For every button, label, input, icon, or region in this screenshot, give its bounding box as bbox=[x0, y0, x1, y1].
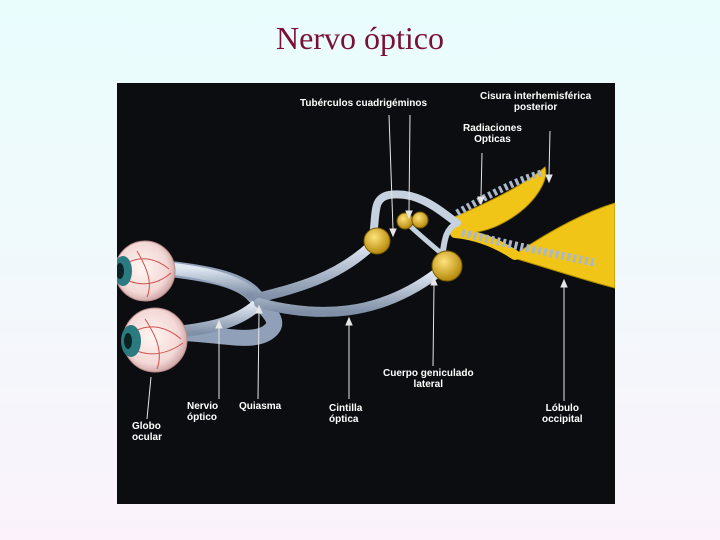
label-pointers bbox=[146, 114, 568, 420]
optic-radiations bbox=[455, 169, 598, 267]
eyeball-lower bbox=[121, 307, 188, 373]
occipital-lobe bbox=[450, 166, 615, 289]
label-cisura-interhemisferica: Cisura interhemisférica posterior bbox=[480, 91, 592, 113]
label-nervio-optico: Nervio óptico bbox=[187, 401, 219, 423]
label-cuerpo-geniculado: Cuerpo geniculado lateral bbox=[383, 368, 474, 390]
eyeball-upper bbox=[117, 240, 176, 302]
label-quiasma: Quiasma bbox=[239, 401, 282, 412]
geniculate-nucleus-left bbox=[363, 227, 391, 255]
geniculate-nucleus-right bbox=[431, 250, 463, 282]
colliculus-right bbox=[411, 211, 429, 229]
diagram-artwork bbox=[117, 114, 615, 420]
nuclei bbox=[363, 211, 463, 282]
label-lobulo-occipital: Lóbulo occipital bbox=[542, 403, 583, 425]
optic-pathway-diagram: Tubérculos cuadrigéminos Cisura interhem… bbox=[117, 83, 615, 504]
label-radiaciones-opticas: Radiaciones Opticas bbox=[463, 123, 522, 145]
label-globo-ocular: Globo ocular bbox=[132, 421, 163, 443]
label-tuberculos-cuadrigeminos: Tubérculos cuadrigéminos bbox=[300, 98, 428, 109]
label-cintilla-optica: Cintilla óptica bbox=[329, 403, 363, 425]
page-title: Nervo óptico bbox=[276, 20, 444, 56]
